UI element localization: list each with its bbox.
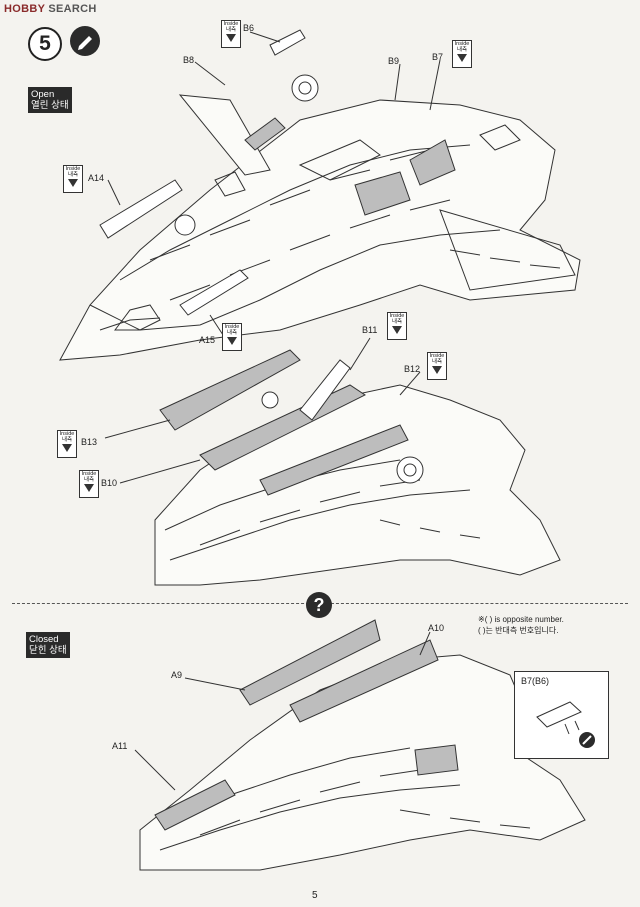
part-label-b9: B9 [388, 56, 400, 66]
part-label-a15: A15 [199, 335, 216, 345]
question-icon: ? [306, 592, 332, 618]
part-label-b8: B8 [183, 55, 195, 65]
part-label-a14: A14 [88, 173, 105, 183]
watermark-suffix: SEARCH [48, 3, 97, 15]
open-state-label: Open 열린 상태 [28, 87, 72, 113]
middle-aircraft [104, 337, 561, 586]
closed-label-en: Closed [29, 634, 59, 645]
page-number: 5 [312, 890, 318, 901]
lower-aircraft [134, 619, 586, 871]
upper-aircraft [59, 29, 581, 361]
note-line-ko: ( )는 반대측 번호입니다. [478, 626, 559, 635]
part-label-b6: B6 [243, 23, 255, 33]
part-label-a9: A9 [171, 670, 183, 680]
open-label-ko: 열린 상태 [31, 100, 69, 111]
watermark: HOBBY SEARCH [4, 3, 97, 15]
part-label-b7: B7 [432, 52, 444, 62]
part-label-b13: B13 [81, 437, 98, 447]
part-label-b10: B10 [101, 478, 118, 488]
watermark-brand: HOBBY [4, 3, 46, 15]
inset-drawing [536, 701, 595, 748]
part-label-a11: A11 [112, 741, 128, 751]
closed-label-ko: 닫힌 상태 [29, 645, 67, 656]
detail-inset: B7(B6) [514, 671, 609, 759]
part-label-a10: A10 [428, 623, 445, 633]
open-label-en: Open [31, 89, 55, 100]
inset-label: B7(B6) [521, 676, 550, 686]
part-label-b11: B11 [362, 325, 378, 335]
step-number: 5 [28, 27, 62, 61]
closed-state-label: Closed 닫힌 상태 [26, 632, 70, 658]
pencil-icon [70, 26, 100, 56]
part-label-b12: B12 [404, 364, 421, 374]
note-line-en: ※( ) is opposite number. [478, 615, 564, 624]
opposite-number-note: ※( ) is opposite number. ( )는 반대측 번호입니다. [478, 614, 564, 636]
